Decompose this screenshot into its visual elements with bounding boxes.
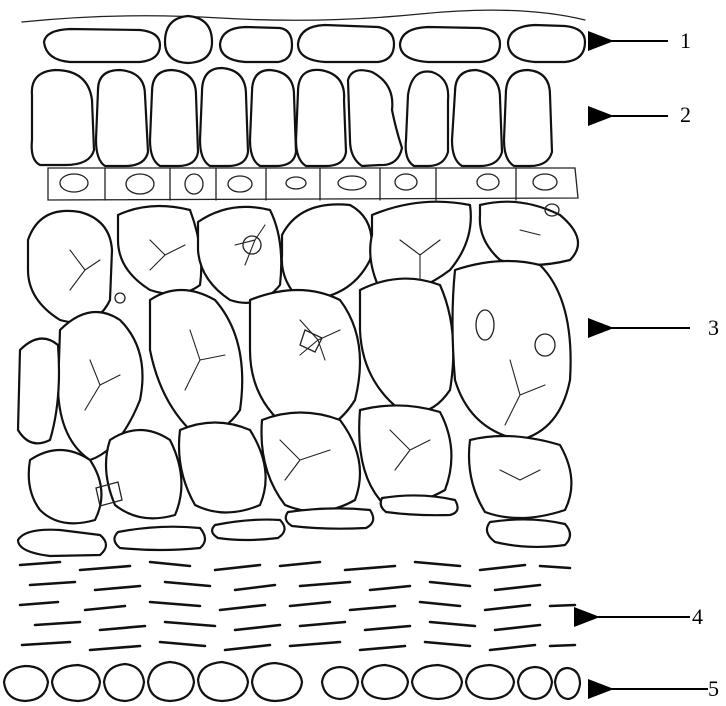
layer-2-hypodermis [32,68,552,166]
layer-4-fibrous [20,562,575,650]
label-3: 3 [708,317,719,339]
label-4: 4 [692,606,703,628]
layer-1-epidermis [22,10,585,63]
label-1: 1 [680,30,691,52]
label-5: 5 [708,678,719,700]
small-cell-row [48,168,578,200]
pointer-arrows [598,41,708,689]
layer-5-inner-epidermis [4,662,580,701]
layer-3-mesophyll [18,202,578,524]
label-2: 2 [680,104,691,126]
